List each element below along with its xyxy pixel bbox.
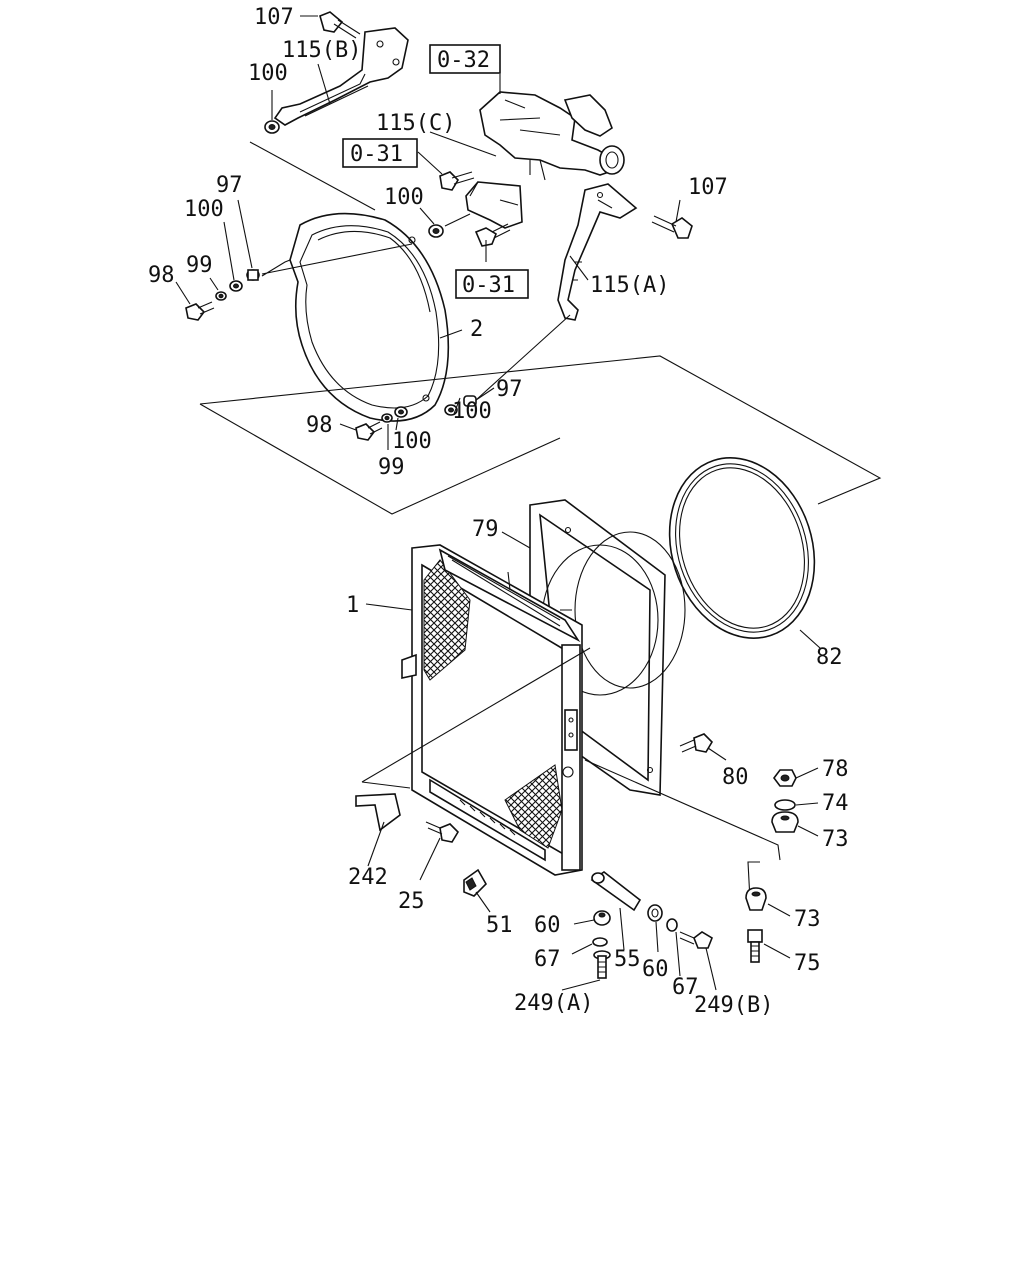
callout-51: 51: [486, 913, 513, 938]
washer-100-mid: [428, 224, 444, 238]
seal-60-right: [647, 904, 663, 922]
callout-60-right: 60: [642, 957, 669, 982]
stud-75: [747, 929, 763, 963]
hose-55: [590, 871, 642, 912]
callout-031-upper: 0-31: [350, 142, 403, 167]
callout-67-left: 67: [534, 947, 561, 972]
bracket-115c: [465, 181, 523, 229]
callout-98-lower: 98: [306, 413, 333, 438]
callout-75: 75: [794, 951, 821, 976]
bolt-249a: [593, 950, 611, 979]
callout-100-mid: 100: [384, 185, 424, 210]
callout-79: 79: [472, 517, 499, 542]
callout-98-left: 98: [148, 263, 175, 288]
callout-73-lower: 73: [794, 907, 821, 932]
callout-60-left: 60: [534, 913, 561, 938]
callout-100-left: 100: [184, 197, 224, 222]
bolt-25: [425, 821, 460, 843]
washer-67-right: [666, 918, 678, 932]
callout-25: 25: [398, 889, 425, 914]
callout-031-lower: 0-31: [462, 273, 515, 298]
washer-99-left: [215, 291, 227, 301]
callout-107-right: 107: [688, 175, 728, 200]
callout-67-right: 67: [672, 975, 699, 1000]
callout-80: 80: [722, 765, 749, 790]
spacer-97-right: [463, 395, 477, 407]
fan-shroud-2: [289, 212, 450, 422]
callout-249a: 249(A): [514, 991, 593, 1016]
bolt-98-lower: [355, 421, 383, 441]
spacer-97-left: [246, 269, 260, 281]
callout-99-left: 99: [186, 253, 213, 278]
callout-82: 82: [816, 645, 843, 670]
washer-100-top: [264, 120, 280, 134]
callout-74: 74: [822, 791, 849, 816]
washer-74: [774, 799, 796, 811]
callout-97-right: 97: [496, 377, 523, 402]
callout-78: 78: [822, 757, 849, 782]
washer-67-left: [592, 937, 608, 947]
callout-249b: 249(B): [694, 993, 773, 1018]
seal-ring-82: [668, 457, 816, 639]
bolt-031-upper: [439, 171, 475, 191]
washer-100-left: [229, 280, 243, 292]
callout-115c: 115(C): [376, 111, 455, 136]
callout-100-lower: 100: [392, 429, 432, 454]
callout-97-left: 97: [216, 173, 243, 198]
callout-242: 242: [348, 865, 388, 890]
callout-115a: 115(A): [590, 273, 669, 298]
bolt-031-lower: [474, 223, 511, 247]
callout-100-top: 100: [248, 61, 288, 86]
bracket-115a: [557, 183, 638, 321]
callout-107-top: 107: [254, 5, 294, 30]
bolt-80: [679, 733, 714, 753]
water-outlet-housing: [479, 91, 625, 181]
callout-2: 2: [470, 317, 483, 342]
washer-100-lower: [394, 406, 408, 418]
callout-032: 0-32: [437, 48, 490, 73]
callout-55: 55: [614, 947, 641, 972]
callout-100-lower-right: 100: [452, 399, 492, 424]
seal-60-left: [593, 910, 611, 926]
bolt-98-left: [185, 301, 215, 321]
drain-cock-51: [463, 868, 487, 897]
radiator-core-1: [401, 544, 583, 876]
nut-78: [773, 769, 797, 787]
ref-box-031-lower: 0-31: [455, 269, 529, 299]
cushion-73-lower: [745, 887, 767, 911]
bracket-242: [355, 793, 401, 832]
cushion-73-upper: [771, 811, 799, 833]
leader-lines: [175, 15, 821, 991]
ref-box-031-upper: 0-31: [342, 138, 418, 168]
washer-99-lower: [381, 413, 393, 423]
ref-box-032: 0-32: [429, 44, 501, 74]
bolt-107-right: [651, 215, 693, 239]
callout-115b: 115(B): [282, 38, 361, 63]
bolt-249b: [679, 931, 713, 949]
callout-1: 1: [346, 593, 359, 618]
callout-99-lower: 99: [378, 455, 405, 480]
callout-73-upper: 73: [822, 827, 849, 852]
bolt-107-top: [319, 11, 361, 39]
